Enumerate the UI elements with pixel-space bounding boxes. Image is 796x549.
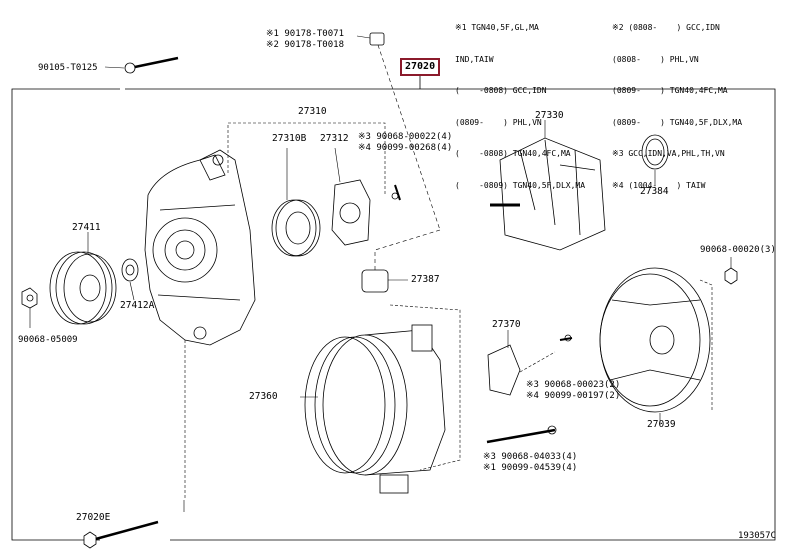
part-label-90099-00197[interactable]: ※4 90099-00197(2) <box>526 391 621 401</box>
legend-right-line: ※4 (1004- ) TAIW <box>612 180 706 190</box>
part-label-90068-00022[interactable]: ※3 90068-00022(4) <box>358 132 453 142</box>
legend-right-line: (0809- ) TGN40,4FC,MA <box>612 86 728 95</box>
part-label-27411[interactable]: 27411 <box>72 222 101 233</box>
leader-stator-box <box>389 304 461 471</box>
leader-27310 <box>227 122 386 195</box>
plate-27312-icon <box>331 147 371 246</box>
brush-holder-27370-icon <box>487 330 521 396</box>
legend-left-line: ( -0809) TGN40,5F,DLX,MA <box>455 180 586 190</box>
part-label-90178-t0071[interactable]: ※1 90178-T0071 <box>266 29 344 39</box>
legend-right-line: ※3 GCC,IDN,VA,PHL,TH,VN <box>612 149 725 158</box>
legend-left-line: ※1 TGN40,5F,GL,MA <box>455 23 539 32</box>
rotor-27330-icon <box>490 120 606 251</box>
part-label-27039[interactable]: 27039 <box>647 419 676 430</box>
part-label-27310[interactable]: 27310 <box>298 106 327 117</box>
rear-frame-27039-icon <box>599 267 713 425</box>
part-label-27020-highlighted[interactable]: 27020 <box>400 58 441 76</box>
part-label-27412a[interactable]: 27412A <box>120 300 155 311</box>
bearing-27310B-icon <box>271 148 321 257</box>
spacer-27412A-icon <box>121 258 139 301</box>
legend-left-line: IND,TAIW <box>455 54 494 64</box>
terminal-27387-icon <box>361 229 441 293</box>
legend-left-line: ( -0808) TGN40,4FC,MA <box>455 149 571 158</box>
part-label-27310b[interactable]: 27310B <box>272 133 307 144</box>
part-label-90178-t0018[interactable]: ※2 90178-T0018 <box>266 40 344 50</box>
drive-end-frame-icon <box>144 149 256 346</box>
part-label-90068-04033[interactable]: ※3 90068-04033(4) <box>483 452 578 462</box>
legend-right: ※2 (0808- ) GCC,IDN (0808- ) PHL,VN (080… <box>612 2 742 202</box>
part-label-90068-00023[interactable]: ※3 90068-00023(2) <box>526 380 621 390</box>
part-label-27330[interactable]: 27330 <box>535 110 564 121</box>
insulator-27384-icon <box>641 134 669 185</box>
assembly-frame <box>11 88 120 541</box>
legend-right-line: (0808- ) PHL,VN <box>612 54 699 64</box>
legend-right-line: ※2 (0808- ) GCC,IDN <box>612 23 720 32</box>
stator-27360-icon <box>300 324 446 494</box>
part-label-27360[interactable]: 27360 <box>249 391 278 402</box>
part-label-27370[interactable]: 27370 <box>492 319 521 330</box>
part-label-27384[interactable]: 27384 <box>640 186 669 197</box>
assembly-frame-right <box>125 88 776 541</box>
cap-90178-icon <box>356 32 441 231</box>
nut-90068-00020-icon <box>724 257 738 285</box>
screw-90068-00023-icon <box>519 334 573 373</box>
figure-id: 193057C <box>738 531 776 541</box>
legend-left: ※1 TGN40,5F,GL,MA IND,TAIW ( -0808) GCC,… <box>455 2 585 202</box>
part-label-27020e[interactable]: 27020E <box>76 512 111 523</box>
legend-left-line: (0809- ) PHL,VN <box>455 117 542 127</box>
screw-90068-00022-icon <box>391 184 401 201</box>
part-label-90068-00020[interactable]: 90068-00020(3) <box>700 245 776 255</box>
part-label-27387[interactable]: 27387 <box>411 274 440 285</box>
bolt-90105-icon <box>104 56 179 74</box>
part-label-90099-00268[interactable]: ※4 90099-00268(4) <box>358 143 453 153</box>
bolt-27020E-icon <box>83 520 159 549</box>
legend-left-line: ( -0808) GCC,IDN <box>455 86 547 95</box>
part-label-27312[interactable]: 27312 <box>320 133 349 144</box>
bolt-90068-04033-icon <box>486 425 557 444</box>
pulley-27411-icon <box>49 232 117 325</box>
nut-90068-05009-icon <box>21 287 38 328</box>
part-label-90099-04539[interactable]: ※1 90099-04539(4) <box>483 463 578 473</box>
part-label-90105-t0125[interactable]: 90105-T0125 <box>38 63 98 73</box>
part-label-90068-05009[interactable]: 90068-05009 <box>18 335 78 345</box>
legend-right-line: (0809- ) TGN40,5F,DLX,MA <box>612 117 743 127</box>
